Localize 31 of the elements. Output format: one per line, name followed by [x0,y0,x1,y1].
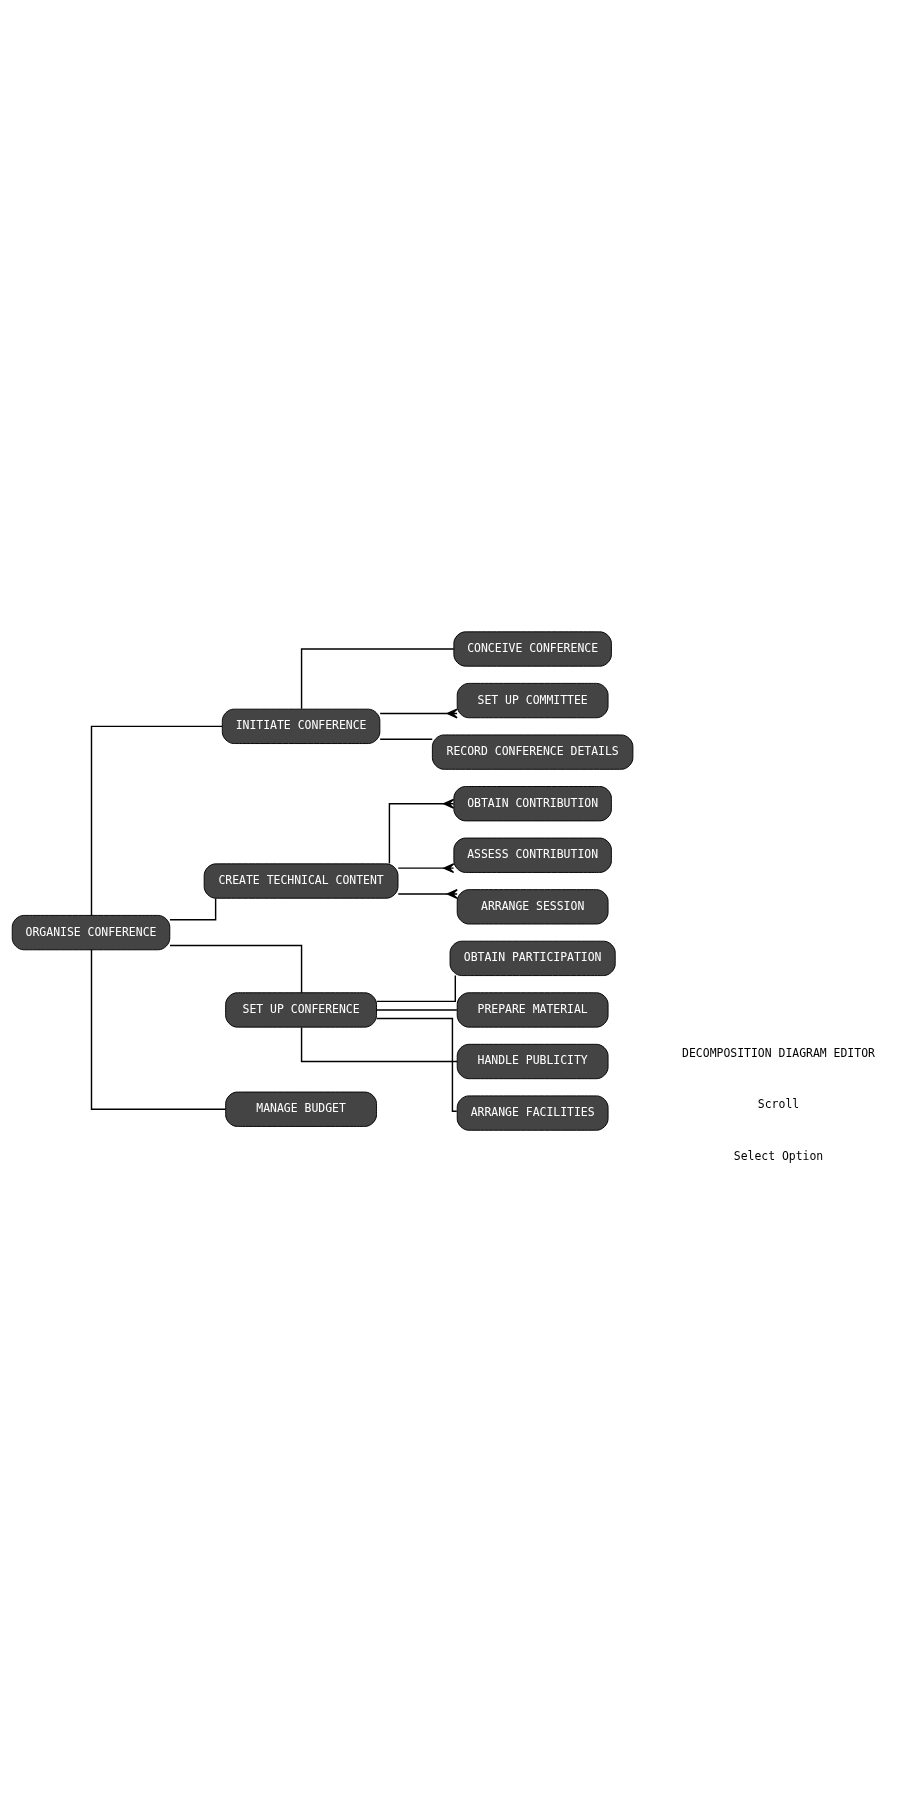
node-box: SET UP COMMITTEE [456,682,609,719]
connector [388,798,455,865]
node-box: SET UP CONFERENCE [225,992,377,1028]
node-box: INITIATE CONFERENCE [221,708,381,744]
connector [397,888,458,899]
connector [379,708,458,719]
label: Select Option [733,1148,824,1163]
node-box: HANDLE PUBLICITY [456,1043,609,1080]
node-box: OBTAIN PARTICIPATION [449,940,616,977]
node-box: ORGANISE CONFERENCE [11,914,171,951]
connector [376,1017,458,1112]
connector [300,1026,458,1063]
connector [375,1009,458,1011]
connector [376,974,456,1003]
connector [397,863,455,874]
node-box: CREATE TECHNICAL CONTENT [203,863,399,899]
connector [90,949,227,1110]
connector [300,648,455,710]
label: DECOMPOSITION DIAGRAM EDITOR [682,1045,875,1060]
connector [379,738,433,740]
node-box: PREPARE MATERIAL [456,992,609,1028]
connector [90,725,223,917]
node-box: CONCEIVE CONFERENCE [453,631,612,667]
connector [169,944,303,994]
node-box: ARRANGE FACILITIES [456,1095,609,1131]
node-box: ARRANGE SESSION [456,889,609,925]
node-box: OBTAIN CONTRIBUTION [453,786,612,822]
label: Scroll [757,1097,800,1112]
node-box: MANAGE BUDGET [225,1091,377,1127]
node-box: RECORD CONFERENCE DETAILS [431,734,634,770]
node-box: ASSESS CONTRIBUTION [453,837,612,873]
